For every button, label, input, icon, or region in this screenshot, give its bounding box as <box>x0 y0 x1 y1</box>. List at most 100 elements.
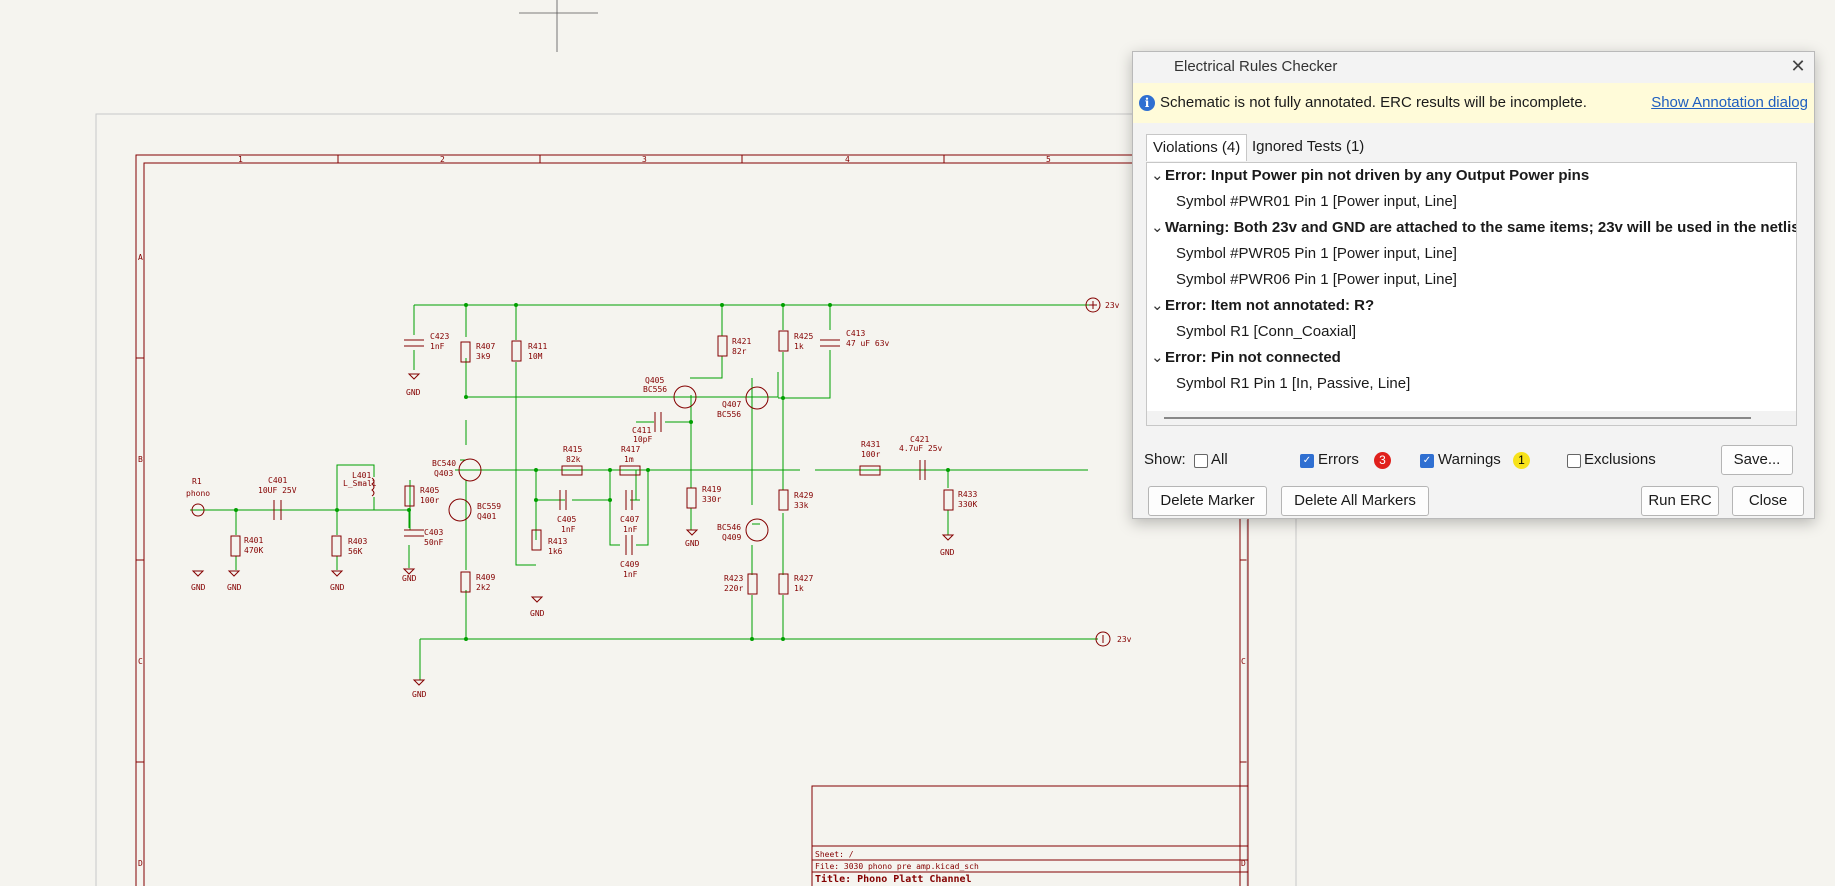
delete-all-markers-button[interactable]: Delete All Markers <box>1281 486 1429 516</box>
label-r427: R427 <box>794 574 813 583</box>
run-erc-button[interactable]: Run ERC <box>1641 486 1719 516</box>
label-q401-val: BC559 <box>477 502 501 511</box>
label-r401-val: 470K <box>244 546 263 555</box>
horizontal-scrollbar[interactable] <box>1147 411 1796 425</box>
label-r427-val: 1k <box>794 584 804 593</box>
col-label-2: 2 <box>440 155 445 164</box>
sheet-border-inner <box>143 162 1241 886</box>
components[interactable] <box>191 297 1111 647</box>
label-r429-val: 33k <box>794 501 809 510</box>
all-label[interactable]: All <box>1211 451 1228 468</box>
row-label-a: A <box>138 253 143 262</box>
label-r405-val: 100r <box>420 496 439 505</box>
all-checkbox[interactable] <box>1194 454 1208 468</box>
chevron-down-icon: ⌄ <box>1151 219 1164 236</box>
chevron-down-icon: ⌄ <box>1151 349 1164 366</box>
col-label-3: 3 <box>642 155 647 164</box>
label-c411: C411 <box>632 426 651 435</box>
close-icon[interactable]: ✕ <box>1790 56 1806 76</box>
warnings-checkbox[interactable]: ✓ <box>1420 454 1434 468</box>
error-count-badge: 3 <box>1374 452 1391 469</box>
violation-group[interactable]: ⌄Error: Item not annotated: R? <box>1151 293 1374 319</box>
label-r407-val: 3k9 <box>476 352 491 361</box>
violation-item[interactable]: Symbol R1 Pin 1 [In, Passive, Line] <box>1176 375 1411 392</box>
exclusions-checkbox[interactable] <box>1567 454 1581 468</box>
label-r431: R431 <box>861 440 880 449</box>
label-r407: R407 <box>476 342 495 351</box>
label-r433: R433 <box>958 490 977 499</box>
save-button[interactable]: Save... <box>1721 445 1793 475</box>
label-gnd-4: GND <box>402 574 417 583</box>
violation-item[interactable]: Symbol #PWR05 Pin 1 [Power input, Line] <box>1176 245 1457 262</box>
violation-item[interactable]: Symbol #PWR06 Pin 1 [Power input, Line] <box>1176 271 1457 288</box>
dialog-title: Electrical Rules Checker <box>1174 58 1338 75</box>
col-label-5: 5 <box>1046 155 1051 164</box>
label-power-bottom: 23v <box>1117 635 1132 644</box>
errors-checkbox[interactable]: ✓ <box>1300 454 1314 468</box>
exclusions-label[interactable]: Exclusions <box>1584 451 1656 468</box>
show-annotation-link[interactable]: Show Annotation dialog <box>1651 94 1808 111</box>
label-r411-val: 10M <box>528 352 543 361</box>
violation-item[interactable]: Symbol #PWR01 Pin 1 [Power input, Line] <box>1176 193 1457 210</box>
chevron-down-icon: ⌄ <box>1151 297 1164 314</box>
sheet-border-outer <box>135 154 1249 886</box>
row-label-right-d: D <box>1241 859 1246 868</box>
violation-group[interactable]: ⌄Warning: Both 23v and GND are attached … <box>1151 215 1796 241</box>
label-gnd-2: GND <box>227 583 242 592</box>
label-r415: R415 <box>563 445 582 454</box>
label-r417: R417 <box>621 445 640 454</box>
label-gnd-6: GND <box>530 609 545 618</box>
warning-count-badge: 1 <box>1513 452 1530 469</box>
label-q407-val: BC556 <box>717 410 741 419</box>
errors-label[interactable]: Errors <box>1318 451 1359 468</box>
col-label-4: 4 <box>845 155 850 164</box>
label-r431-val: 100r <box>861 450 880 459</box>
label-q405: Q405 <box>645 376 664 385</box>
label-r417-val: 1m <box>624 455 634 464</box>
label-r403: R403 <box>348 537 367 546</box>
label-r1-val: phono <box>186 489 210 498</box>
chevron-down-icon: ⌄ <box>1151 167 1164 184</box>
violation-item[interactable]: Symbol R1 [Conn_Coaxial] <box>1176 323 1357 340</box>
label-q403: Q403 <box>434 469 453 478</box>
label-q409: Q409 <box>722 533 741 542</box>
label-q407: Q407 <box>722 400 741 409</box>
label-c411-val: 10pF <box>633 435 652 444</box>
label-c421-val: 4.7uF 25v <box>899 444 943 453</box>
label-r421-val: 82r <box>732 347 747 356</box>
tab-ignored-tests[interactable]: Ignored Tests (1) <box>1252 138 1365 155</box>
label-gnd-9: GND <box>412 690 427 699</box>
label-c403: C403 <box>424 528 443 537</box>
label-c409: C409 <box>620 560 639 569</box>
row-label-c: C <box>138 657 143 666</box>
warnings-label[interactable]: Warnings <box>1438 451 1501 468</box>
tab-violations[interactable]: Violations (4) <box>1146 134 1247 161</box>
label-c401: C401 <box>268 476 287 485</box>
dialog-title-bar[interactable]: Electrical Rules Checker ✕ <box>1133 52 1814 82</box>
close-button[interactable]: Close <box>1732 486 1804 516</box>
row-label-b: B <box>138 455 143 464</box>
label-q403-val: BC540 <box>432 459 456 468</box>
label-gnd-3: GND <box>330 583 345 592</box>
label-c403-val: 50nF <box>424 538 443 547</box>
label-r411: R411 <box>528 342 547 351</box>
title-block-sheet: Sheet: / <box>815 850 854 859</box>
label-r429: R429 <box>794 491 813 500</box>
delete-marker-button[interactable]: Delete Marker <box>1148 486 1267 516</box>
label-c413: C413 <box>846 329 865 338</box>
violation-group[interactable]: ⌄Error: Input Power pin not driven by an… <box>1151 163 1589 189</box>
violation-group[interactable]: ⌄Error: Pin not connected <box>1151 345 1341 371</box>
violations-tree[interactable]: ⌄Error: Input Power pin not driven by an… <box>1146 162 1797 426</box>
title-block-title: Title: Phono Platt Channel <box>815 873 972 885</box>
label-c423-val: 1nF <box>430 342 445 351</box>
label-c401-val: 10UF 25V <box>258 486 297 495</box>
show-label: Show: <box>1144 451 1186 468</box>
label-power-top: 23v <box>1105 301 1120 310</box>
label-c413-val: 47 uF 63v <box>846 339 890 348</box>
label-r401: R401 <box>244 536 263 545</box>
label-r413: R413 <box>548 537 567 546</box>
label-l401-val: L_Small <box>343 479 377 488</box>
label-gnd-7: GND <box>685 539 700 548</box>
label-c423: C423 <box>430 332 449 341</box>
